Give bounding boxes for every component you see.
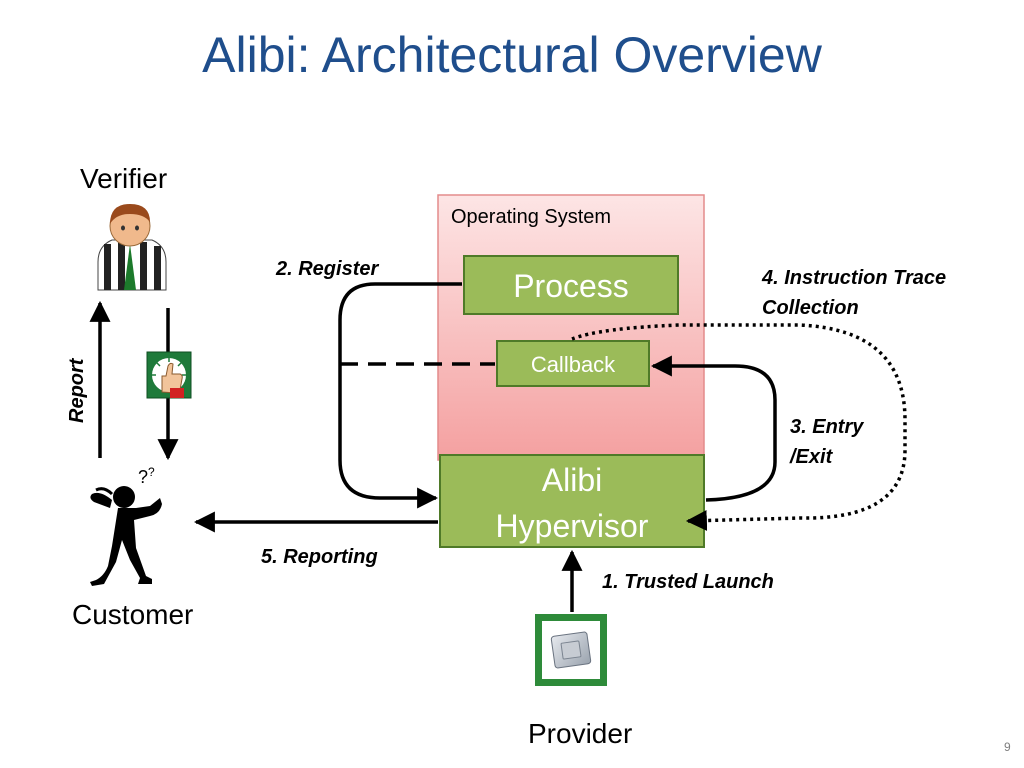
trace-collection-arrow <box>571 323 907 531</box>
process-box: Process <box>463 255 679 315</box>
trusted-launch-label: 1. Trusted Launch <box>602 571 774 593</box>
register-step-label: 2. Register <box>275 258 379 280</box>
customer-thinking-person-icon: ? ? <box>90 465 162 586</box>
entry-exit-label-line2: /Exit <box>789 446 834 468</box>
provider-cpu-chip-icon <box>535 614 607 686</box>
report-label: Report <box>66 357 88 423</box>
operating-system-label: Operating System <box>451 206 611 228</box>
customer-label: Customer <box>72 599 193 630</box>
process-label: Process <box>513 268 629 304</box>
entry-exit-label-line1: 3. Entry <box>790 416 864 438</box>
reporting-step-label: 5. Reporting <box>261 546 378 568</box>
callback-label: Callback <box>531 352 616 377</box>
verifier-referee-icon <box>97 204 167 291</box>
alibi-hypervisor-box: Alibi Hypervisor <box>439 454 705 548</box>
callback-box: Callback <box>496 340 650 387</box>
svg-text:?: ? <box>138 467 148 487</box>
slide-title: Alibi: Architectural Overview <box>202 27 823 83</box>
hypervisor-label-line2: Hypervisor <box>496 508 649 544</box>
hypervisor-label-line1: Alibi <box>542 462 602 498</box>
register-arrow <box>338 282 462 509</box>
svg-text:?: ? <box>148 465 155 479</box>
thumbs-up-icon <box>146 351 192 399</box>
trace-label-line2: Collection <box>762 297 859 319</box>
operating-system-box: Operating System <box>437 194 705 461</box>
slide-number: 9 <box>1004 740 1011 754</box>
provider-label: Provider <box>528 718 632 749</box>
entry-exit-arrow <box>650 355 777 502</box>
verifier-label: Verifier <box>80 163 167 194</box>
trace-label-line1: 4. Instruction Trace <box>761 267 946 289</box>
